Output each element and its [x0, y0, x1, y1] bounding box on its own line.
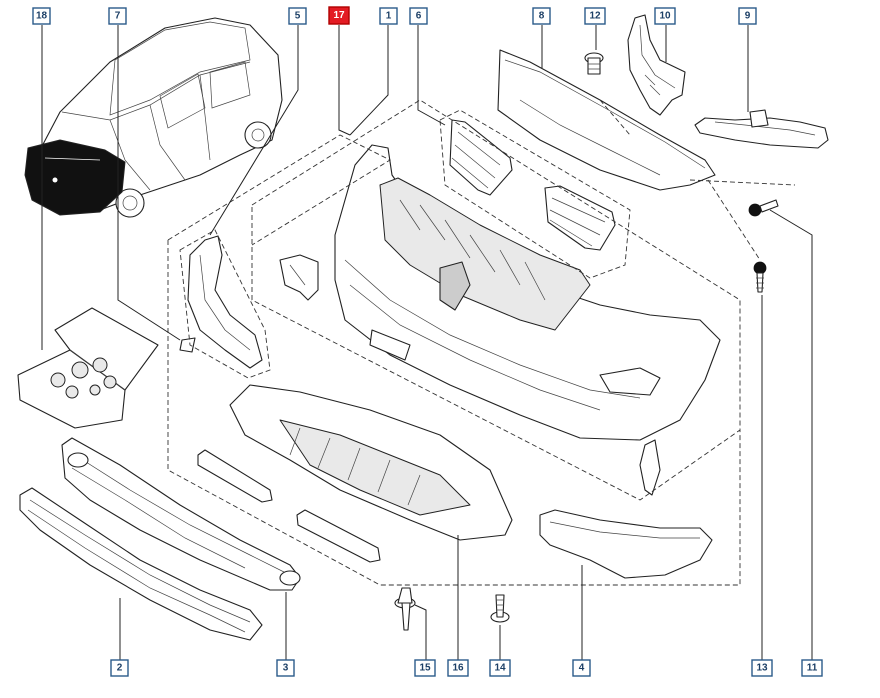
part-label-15[interactable]: 15 [414, 659, 436, 677]
part-label-4-text: 4 [579, 663, 585, 674]
part-label-10[interactable]: 10 [654, 7, 676, 25]
part-label-11-text: 11 [807, 663, 818, 674]
part-label-13[interactable]: 13 [751, 659, 773, 677]
lower-trim-left-part [197, 449, 273, 503]
part-label-4[interactable]: 4 [572, 659, 591, 677]
leader-lines [41, 25, 813, 660]
part-label-16[interactable]: 16 [447, 659, 469, 677]
side-grille-left-part [449, 119, 513, 196]
part-label-7-text: 7 [115, 11, 121, 22]
part-label-5[interactable]: 5 [288, 7, 307, 25]
part-label-14-text: 14 [494, 663, 506, 674]
part-label-12-text: 12 [589, 11, 601, 22]
part-label-13-text: 13 [756, 663, 768, 674]
screw-14-part [490, 594, 510, 623]
part-label-6-text: 6 [416, 11, 422, 22]
upper-grille-part [497, 49, 716, 191]
part-label-8[interactable]: 8 [532, 7, 551, 25]
part-label-1[interactable]: 1 [379, 7, 398, 25]
part-label-2-text: 2 [117, 663, 123, 674]
screw-11-part [748, 199, 779, 217]
part-label-7[interactable]: 7 [108, 7, 127, 25]
fastener-kit-part [17, 307, 159, 429]
part-label-18-text: 18 [36, 11, 48, 22]
side-grille-right-part [544, 185, 616, 251]
part-label-15-text: 15 [419, 663, 431, 674]
underbody-panel-part [229, 384, 513, 541]
lower-trim-center-part [296, 509, 381, 563]
part-label-3-text: 3 [283, 663, 289, 674]
part-label-8-text: 8 [539, 11, 545, 22]
front-bumper-cover-part [334, 144, 721, 441]
part-label-18[interactable]: 18 [32, 7, 51, 25]
lower-grille-foglight-part [61, 437, 301, 591]
part-label-12[interactable]: 12 [584, 7, 606, 25]
part-label-2[interactable]: 2 [110, 659, 129, 677]
lower-grille-long-part [19, 487, 263, 641]
bumper-side-bracket-part [694, 109, 829, 149]
bumper-right-support-part [639, 439, 661, 496]
bumper-guide-part [279, 254, 319, 301]
rivet-part [394, 587, 416, 631]
part-label-17-text: 17 [333, 10, 345, 21]
grille-bracket-part [627, 14, 686, 116]
part-label-14[interactable]: 14 [489, 659, 511, 677]
side-spoiler-part [539, 509, 713, 579]
part-label-10-text: 10 [659, 11, 671, 22]
bumper-left-bracket-part [179, 235, 263, 369]
vehicle-illustration [24, 17, 283, 218]
screw-13-part [753, 261, 767, 293]
part-label-5-text: 5 [295, 11, 301, 22]
part-label-6[interactable]: 6 [409, 7, 428, 25]
part-label-17[interactable]: 17 [328, 6, 350, 25]
part-label-9-text: 9 [745, 11, 751, 22]
part-label-1-text: 1 [386, 11, 392, 22]
part-label-11[interactable]: 11 [801, 659, 823, 677]
part-label-9[interactable]: 9 [738, 7, 757, 25]
assembly-outlines [167, 99, 796, 586]
clip-part [584, 52, 604, 75]
part-label-3[interactable]: 3 [276, 659, 295, 677]
part-label-16-text: 16 [452, 663, 464, 674]
